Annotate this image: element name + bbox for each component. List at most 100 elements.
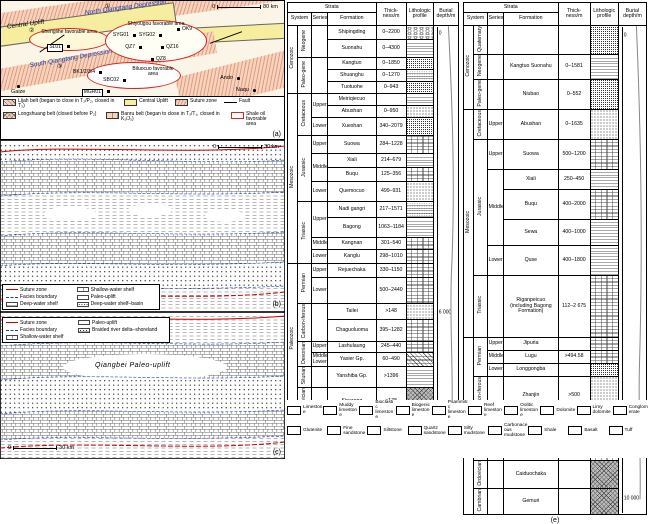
thickness-cell: 500–1200	[557, 138, 591, 170]
silty-mudstone-swatch	[447, 426, 462, 436]
formation-cell: Yanshiba Gp.	[327, 366, 377, 388]
series-cell: Upper	[487, 108, 505, 140]
thickness-cell: 0–4300	[375, 39, 407, 58]
thickness-cell: 301–540	[375, 237, 407, 250]
paleo-swatch	[76, 294, 89, 300]
vertical-text: Jurassic	[300, 157, 307, 177]
well-marker	[67, 45, 70, 48]
qiangbei-paleo-uplift-label: Qiangbei Paleo-uplift	[95, 362, 171, 369]
system-cell: Neogene	[473, 54, 489, 80]
shiyougou-area-label: Shiyougou favorable area	[127, 21, 185, 27]
belt3-swatch	[106, 111, 119, 119]
vertical-text: Permian	[476, 346, 483, 366]
legend-item: Facies boundary	[6, 326, 72, 333]
vertical-text: Paleozoic	[288, 327, 295, 350]
header-cell: Burial depth/m	[617, 2, 647, 26]
lithology-cell	[405, 237, 434, 250]
depth-tick: 0	[623, 32, 627, 39]
header-cell: Formation	[503, 12, 559, 26]
formation-cell: Kangtuo	[327, 57, 377, 70]
system-cell: Triassic	[297, 201, 313, 264]
quartz-sandstone-swatch	[407, 426, 422, 436]
formation-cell: Lashulaung	[327, 340, 377, 354]
legend-item: Deep-water shelf–basin	[76, 301, 156, 308]
formation-cell: Buqu	[503, 188, 559, 220]
town-label: Ando	[220, 75, 233, 81]
legend-label: Deep-water shelf	[20, 301, 58, 308]
vertical-text: Quaternary	[476, 26, 483, 52]
thickness-cell: 112–2 675	[557, 274, 591, 338]
scale-bar: 0 80 km	[212, 4, 278, 10]
vertical-text: Triassic	[300, 222, 307, 241]
legend-label: Shallow-water shelf	[20, 334, 64, 341]
lithology-cell	[589, 244, 619, 276]
litho-legend-label: Psammitic limestone	[447, 400, 468, 421]
strat-row: CenozoicQuaternary06 00010 000	[463, 24, 647, 516]
series-cell: Middle	[311, 237, 329, 250]
dolomite-swatch	[540, 405, 555, 415]
shiyougou-area-outline	[105, 20, 207, 62]
erathem-cell: Paleozoic	[287, 262, 299, 417]
depth-tick: 6 000	[438, 310, 452, 317]
system-cell: Paleo-gene	[473, 78, 489, 110]
formation-cell: Kangtuo Suonahu	[503, 54, 559, 80]
thickness-cell	[557, 24, 591, 56]
thickness-cell	[557, 488, 591, 516]
header-cell: Lithologic profile	[589, 2, 619, 26]
legend-label: Shallow-water shelf	[90, 286, 134, 293]
belt-number: ②	[29, 28, 35, 34]
series-cell	[311, 57, 329, 94]
formation-cell: Rejuechaka	[327, 263, 377, 278]
legend-item: Suture zone	[6, 286, 71, 293]
town-marker	[253, 89, 256, 92]
vertical-text: Permian	[300, 272, 307, 292]
vertical-text: Neogene	[476, 55, 483, 77]
formation-cell: Shipingding	[327, 25, 377, 40]
lithology-cell	[589, 336, 619, 351]
thickness-cell: 0–2200	[375, 25, 407, 40]
system-cell: Silurian	[297, 366, 313, 388]
thickness-cell: 214–679	[375, 153, 407, 168]
scale-distance: 30 km	[264, 144, 279, 150]
legend-item: Fault	[224, 98, 254, 110]
litho-legend-item: Basalt	[568, 423, 608, 438]
biluocuo-area-label: Biluocuo favorable area	[132, 66, 174, 78]
legend-label: Shale oil favorable area	[246, 110, 267, 127]
formation-cell: Xueshan	[327, 117, 377, 136]
system-cell: Neogene	[297, 25, 313, 58]
belt2-swatch	[3, 111, 16, 119]
litho-legend-item: Fine sandstone	[327, 423, 367, 438]
thickness-cell: 500–2440	[375, 277, 407, 304]
paleo-uplift-lens	[205, 210, 245, 222]
lithology-cell	[405, 366, 434, 388]
legend-label: Braided river delta–shoreland	[92, 327, 158, 334]
thickness-cell: 298–1010	[375, 249, 407, 264]
litho-legend-label: Silty mudstone	[463, 425, 485, 436]
belt-number: ③	[57, 64, 63, 70]
thickness-cell: >494.58	[557, 349, 591, 364]
panel-a-label: (a)	[272, 131, 281, 138]
shoreline-band	[0, 376, 285, 414]
formation-cell: Gemuri	[503, 488, 559, 516]
facies-map-b-drawing	[0, 140, 285, 312]
thickness-cell: 400–2000	[557, 188, 591, 220]
thickness-cell: 0–1850	[375, 57, 407, 70]
system-cell: Paleo-gene	[297, 57, 313, 94]
litho-legend-label: Shale	[544, 428, 557, 434]
suture-line-swatch	[6, 322, 18, 324]
litho-legend-item: Limestone	[287, 400, 323, 420]
header-cell: Strata	[287, 2, 377, 13]
series-cell: Lower	[311, 181, 329, 202]
lithology-cell	[405, 39, 434, 58]
well-label: QZ8	[156, 56, 166, 62]
lithology-cell	[589, 459, 619, 490]
